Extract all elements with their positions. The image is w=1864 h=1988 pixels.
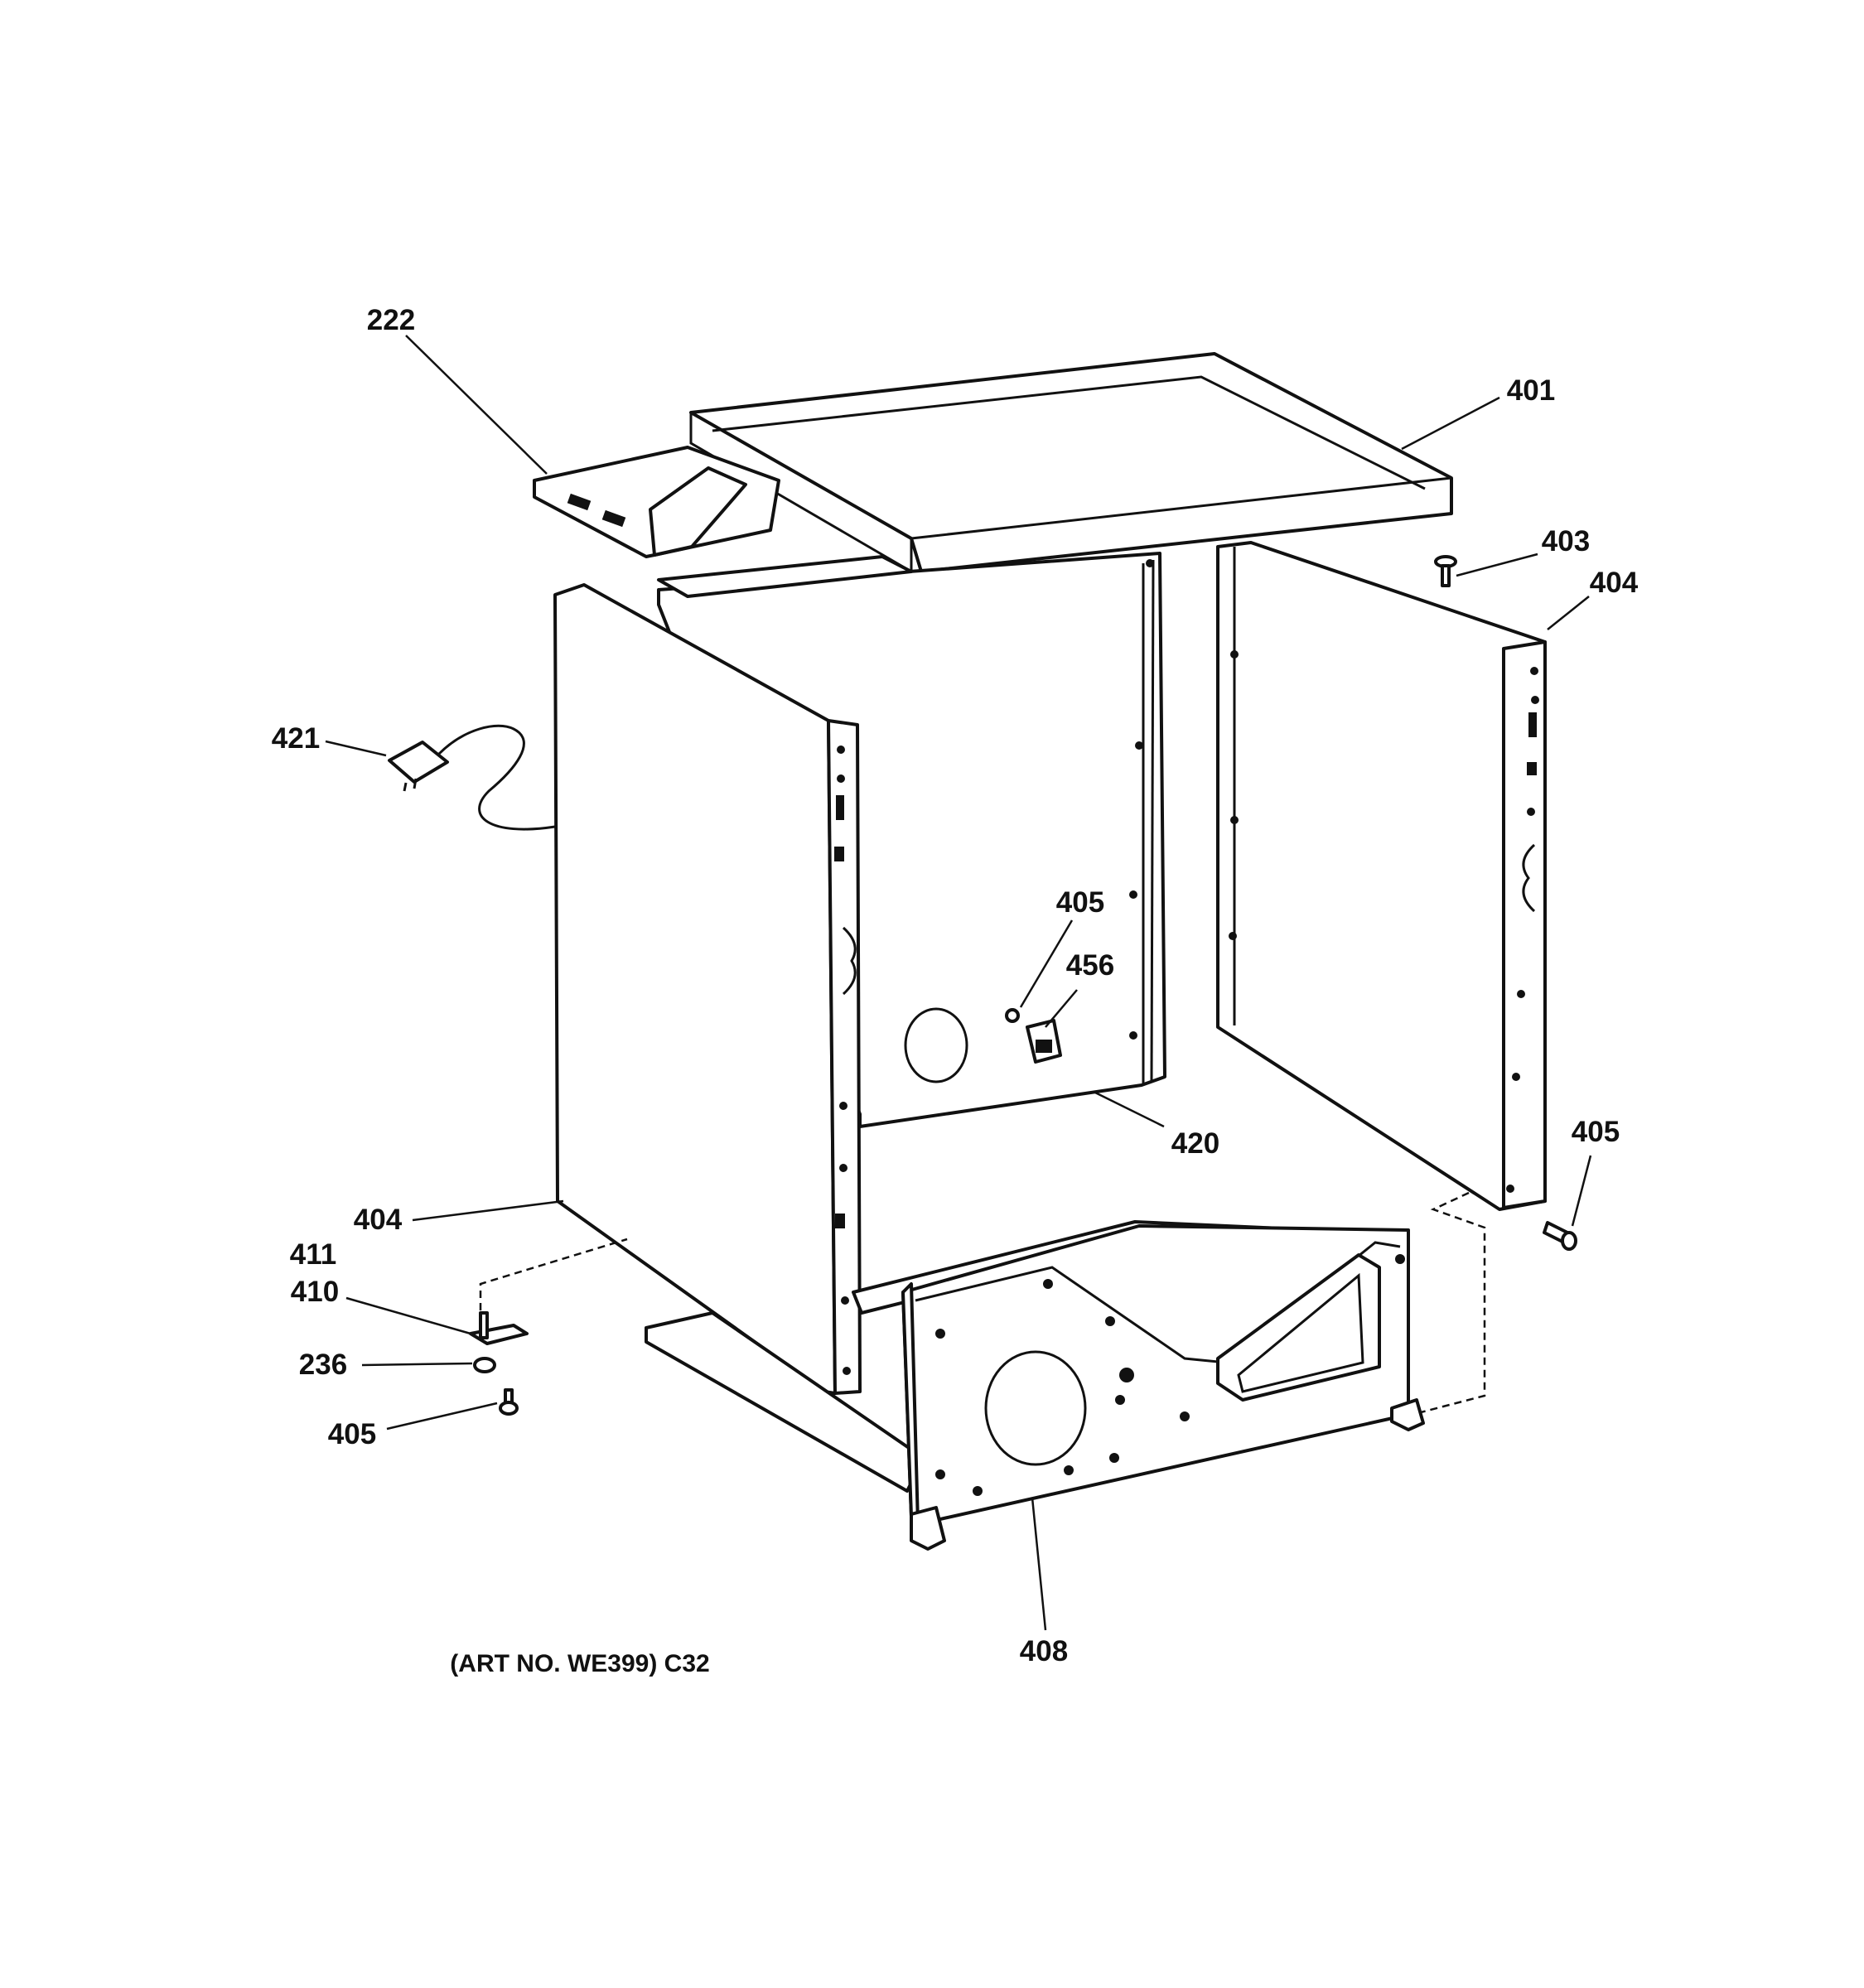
- callout-404-left: 404: [354, 1204, 403, 1236]
- callout-222: 222: [367, 304, 415, 336]
- leader-lines: [325, 335, 1592, 1631]
- callout-408: 408: [1020, 1635, 1068, 1667]
- callout-411: 411: [290, 1238, 336, 1271]
- art-number-caption: (ART NO. WE399) C32: [450, 1650, 709, 1677]
- top-panel-401[interactable]: [689, 352, 1453, 573]
- screw-405-lower-left[interactable]: [499, 1388, 519, 1416]
- leveling-leg-410[interactable]: [469, 1311, 529, 1345]
- screw-405-right[interactable]: [1543, 1221, 1577, 1251]
- drum-opening: [984, 1350, 1087, 1466]
- callout-405-rear: 405: [1056, 886, 1104, 919]
- screw-405-rear[interactable]: [1005, 1008, 1020, 1023]
- side-panel-404-left[interactable]: [553, 583, 862, 1395]
- callout-420: 420: [1171, 1127, 1219, 1160]
- control-bracket-222[interactable]: [533, 446, 780, 558]
- callout-456: 456: [1066, 949, 1114, 982]
- callout-410: 410: [291, 1276, 339, 1308]
- base-frame-408[interactable]: [645, 1220, 1425, 1551]
- screw-403[interactable]: [1434, 555, 1457, 587]
- callout-404-right: 404: [1590, 567, 1639, 599]
- foot-236[interactable]: [473, 1357, 496, 1373]
- callout-401: 401: [1507, 374, 1555, 407]
- terminal-block-456[interactable]: [1026, 1019, 1062, 1064]
- callout-405-lower-left: 405: [328, 1418, 376, 1450]
- power-cord-421[interactable]: [388, 724, 556, 831]
- callout-236: 236: [299, 1349, 347, 1381]
- vent-opening: [904, 1007, 968, 1083]
- side-panel-404-right[interactable]: [1216, 541, 1547, 1211]
- callout-403: 403: [1542, 525, 1590, 557]
- callout-405-right: 405: [1572, 1116, 1620, 1148]
- callout-421: 421: [272, 722, 320, 755]
